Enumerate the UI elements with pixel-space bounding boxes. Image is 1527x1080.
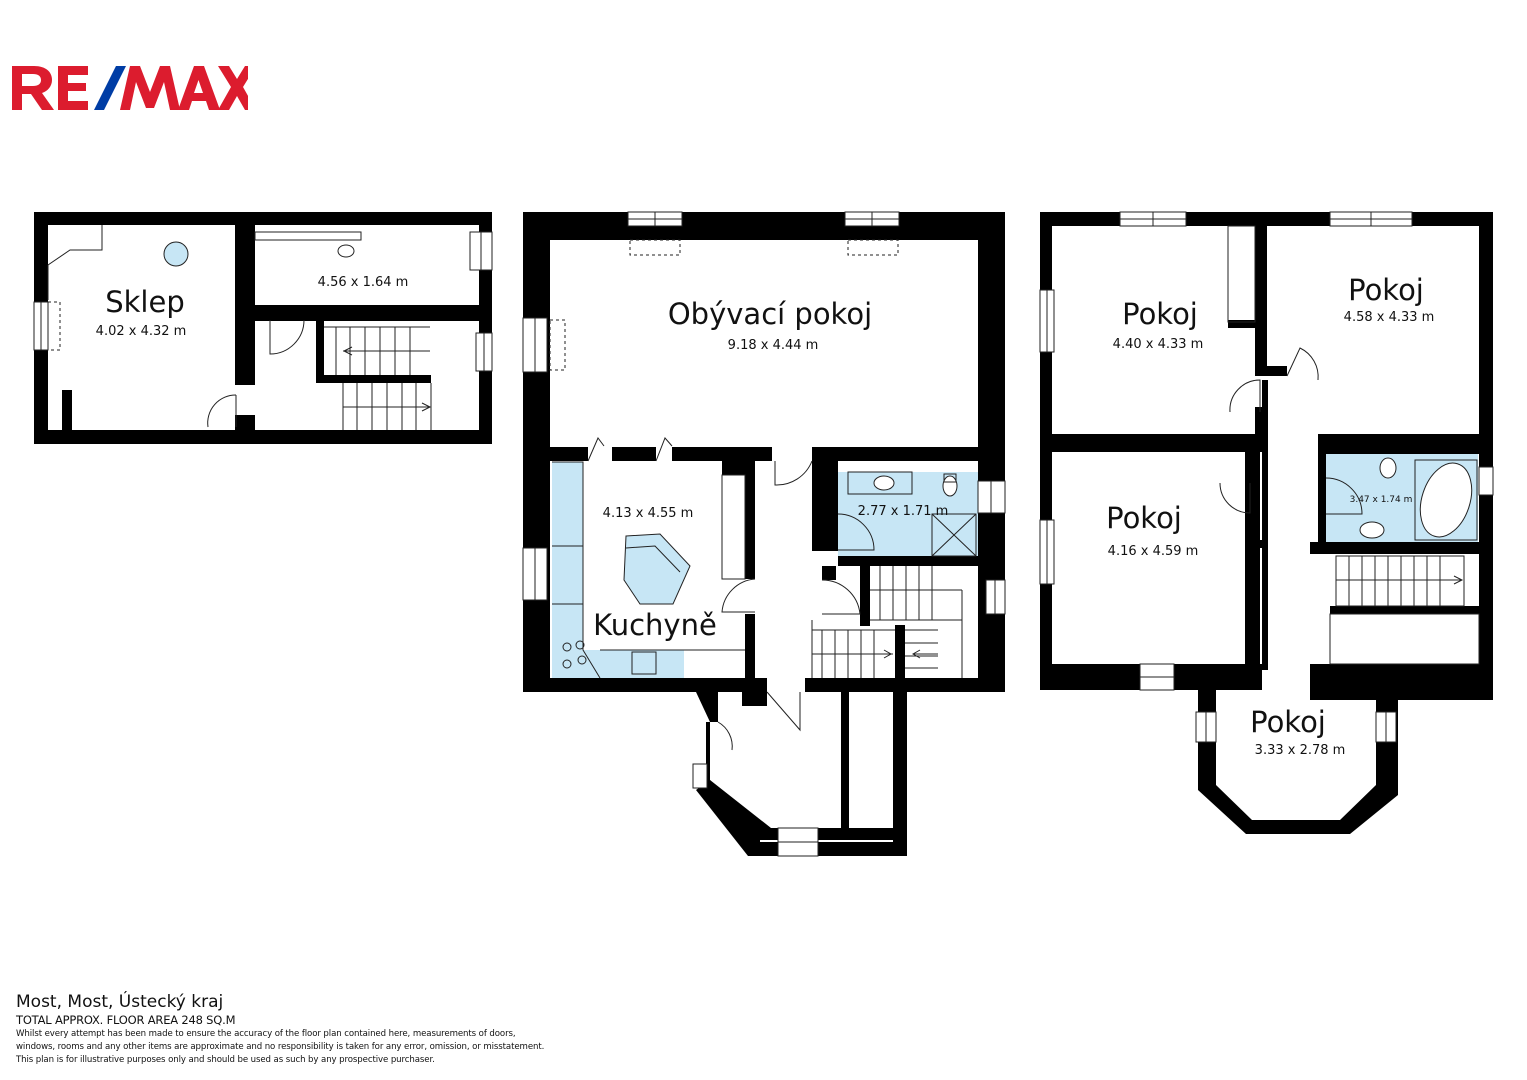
upper-floor: Pokoj 4.40 x 4.33 m Pokoj 4.58 x 4.33 m … xyxy=(1039,211,1494,834)
room-name-pokoj-1: Pokoj xyxy=(1122,297,1198,331)
room-name-pokoj-2: Pokoj xyxy=(1348,273,1424,307)
remax-logo xyxy=(12,66,248,110)
room-dims-pokoj-1: 4.40 x 4.33 m xyxy=(1113,337,1204,352)
total-floor-area: TOTAL APPROX. FLOOR AREA 248 SQ.M xyxy=(16,1013,236,1027)
room-dims-kitchen: 4.13 x 4.55 m xyxy=(603,506,694,521)
room-dims-upper-bathroom: 3.47 x 1.74 m xyxy=(1350,495,1413,505)
upper-stairs xyxy=(1329,555,1480,665)
basement-stairs xyxy=(324,326,432,430)
room-dims-ground-bathroom: 2.77 x 1.71 m xyxy=(858,504,949,519)
basement-floor: Sklep 4.02 x 4.32 m 4.56 x 1.64 m xyxy=(33,212,493,444)
room-dims-living: 9.18 x 4.44 m xyxy=(728,338,819,353)
room-dims-pokoj-2: 4.58 x 4.33 m xyxy=(1344,310,1435,325)
ground-stairs xyxy=(811,566,963,678)
remax-logo-mark xyxy=(12,66,248,110)
room-name-pokoj-3: Pokoj xyxy=(1106,501,1182,535)
room-dims-pokoj-3: 4.16 x 4.59 m xyxy=(1108,544,1199,559)
disclaimer-line-3: This plan is for illustrative purposes o… xyxy=(16,1055,435,1065)
room-name-pokoj-4: Pokoj xyxy=(1250,705,1326,739)
room-name-kitchen: Kuchyně xyxy=(593,608,717,642)
disclaimer-line-1: Whilst every attempt has been made to en… xyxy=(16,1029,516,1039)
room-dims-pokoj-4: 3.33 x 2.78 m xyxy=(1255,743,1346,758)
ground-floor: Obývací pokoj 9.18 x 4.44 m 4.13 x 4.55 … xyxy=(522,211,1006,857)
room-dims-sklep: 4.02 x 4.32 m xyxy=(96,324,187,339)
property-address: Most, Most, Ústecký kraj xyxy=(16,992,224,1012)
room-dims-basement-storage: 4.56 x 1.64 m xyxy=(318,275,409,290)
room-name-sklep: Sklep xyxy=(105,285,185,319)
footer: Most, Most, Ústecký kraj TOTAL APPROX. F… xyxy=(16,992,716,1067)
room-name-living: Obývací pokoj xyxy=(668,297,872,331)
disclaimer-line-2: windows, rooms and any other items are a… xyxy=(16,1042,545,1052)
